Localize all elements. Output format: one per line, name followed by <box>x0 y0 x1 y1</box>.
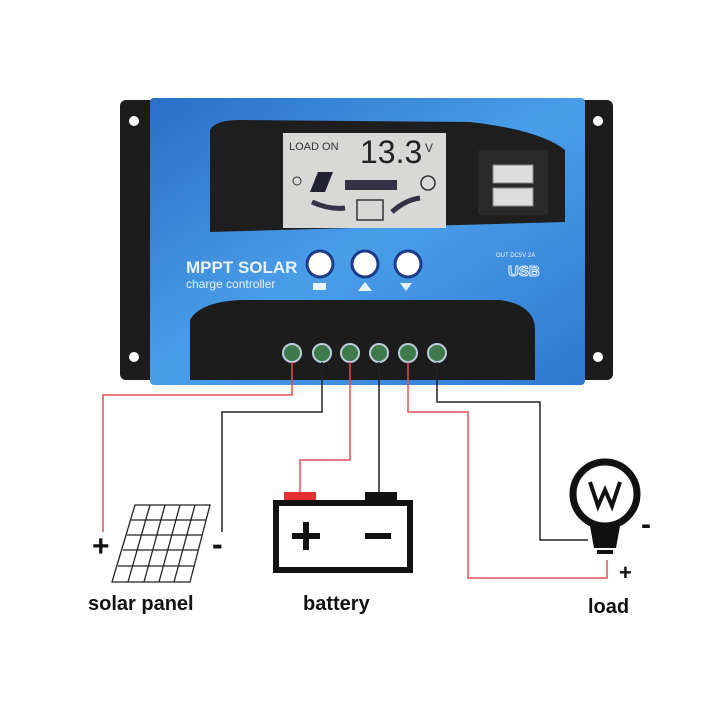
up-icon <box>358 282 372 291</box>
wire-load-negative <box>436 362 588 541</box>
menu-button[interactable] <box>305 249 335 290</box>
down-icon <box>400 283 412 291</box>
load-label: load <box>588 596 630 618</box>
lcd-status: LOAD ON <box>289 141 339 153</box>
bulb-icon <box>569 458 641 554</box>
usb-spec: OUT DC5V 2A <box>496 253 535 259</box>
brand-title: MPPT SOLAR <box>186 258 297 277</box>
wire-battery-positive <box>299 362 351 493</box>
terminal-block <box>190 300 535 380</box>
load-minus: - <box>641 508 651 541</box>
battery-level-icon <box>345 180 397 190</box>
usb-port[interactable] <box>492 164 534 184</box>
lcd-voltage: 13.3 <box>360 134 422 170</box>
down-button[interactable] <box>393 249 423 291</box>
load-plus: + <box>619 560 632 585</box>
wire-solar-negative <box>221 362 323 532</box>
screw-hole <box>593 352 603 362</box>
solar-plus: + <box>92 530 110 563</box>
terminal-screw <box>340 343 360 363</box>
terminal-screw <box>369 343 389 363</box>
solar-panel-label: solar panel <box>88 593 194 615</box>
up-button[interactable] <box>350 249 380 291</box>
screw-hole <box>593 116 603 126</box>
solar-panel-lcd-icon <box>310 172 333 192</box>
bulb-lcd-icon <box>420 175 436 191</box>
terminal-screw <box>427 343 447 363</box>
terminal-screw <box>312 343 332 363</box>
menu-icon <box>313 283 326 290</box>
battery <box>273 492 413 573</box>
screw-hole <box>129 352 139 362</box>
screw-hole <box>129 116 139 126</box>
wire-solar-positive <box>102 362 293 532</box>
brand-subtitle: charge controller <box>186 277 275 291</box>
usb-port[interactable] <box>492 187 534 207</box>
discharge-arrow-icon <box>390 195 421 214</box>
battery-lcd-icon <box>356 199 384 221</box>
lcd-unit: V <box>425 141 433 155</box>
terminal-screw <box>398 343 418 363</box>
usb-logo: USB <box>508 263 540 280</box>
battery-label: battery <box>303 593 370 615</box>
sun-icon <box>292 176 302 186</box>
wire-load-positive <box>407 362 608 579</box>
wires <box>102 362 608 579</box>
charge-arrow-icon <box>310 199 346 211</box>
solar-minus: - <box>212 526 223 562</box>
terminal-screw <box>282 343 302 363</box>
solar-panel <box>111 504 211 583</box>
